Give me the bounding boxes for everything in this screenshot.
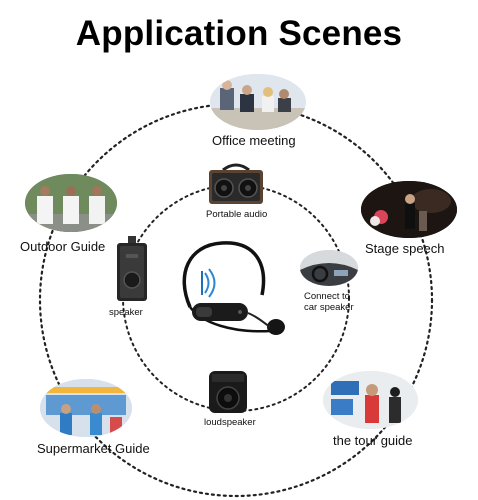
loudspeaker-label: loudspeaker — [204, 417, 256, 428]
outdoor-guide-label: Outdoor Guide — [20, 239, 106, 254]
car-speaker-label-line2: car speaker — [304, 302, 354, 313]
loudspeaker-icon — [208, 370, 248, 414]
portable-audio-speaker-icon — [207, 162, 265, 206]
stage-speech-photo-icon — [361, 181, 457, 238]
car-speaker-label-line1: Connect to — [304, 291, 350, 302]
car-speaker-label: Connect to car speaker — [304, 291, 354, 313]
page-title: Application Scenes — [75, 14, 403, 53]
headset-microphone-icon — [172, 235, 292, 347]
tour-guide-label: the tour guide — [333, 433, 413, 448]
office-meeting-photo-icon — [210, 74, 306, 130]
tower-speaker-icon — [114, 236, 150, 304]
stage-speech-label: Stage speech — [365, 241, 445, 256]
supermarket-photo-icon — [40, 379, 132, 437]
office-meeting-label: Office meeting — [212, 133, 296, 148]
portable-audio-label: Portable audio — [206, 209, 268, 220]
outdoor-guide-photo-icon — [25, 174, 117, 232]
supermarket-guide-label: Supermarket Guide — [37, 441, 150, 456]
tour-guide-photo-icon — [323, 371, 418, 429]
speaker-label: speaker — [109, 307, 143, 318]
car-dashboard-icon — [300, 250, 358, 286]
